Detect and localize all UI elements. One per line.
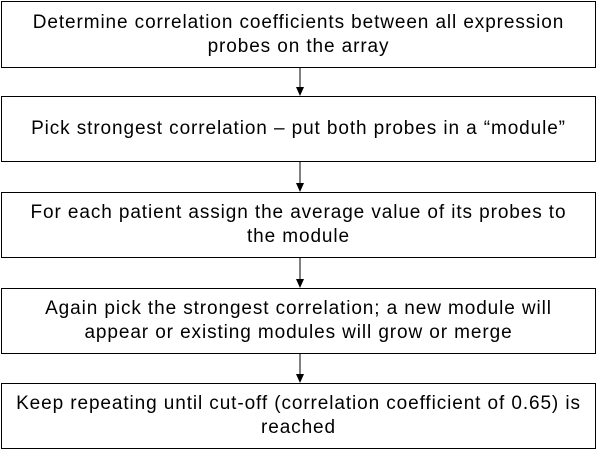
step-box-2: Pick strongest correlation – put both pr… bbox=[1, 96, 596, 162]
step-text-3: For each patient assign the average valu… bbox=[30, 202, 567, 247]
down-arrow-icon bbox=[292, 162, 308, 192]
step-box-4: Again pick the strongest correlation; a … bbox=[1, 288, 596, 354]
down-arrow-icon bbox=[292, 68, 308, 96]
step-text-2: Pick strongest correlation – put both pr… bbox=[31, 118, 566, 139]
step-box-5: Keep repeating until cut-off (correlatio… bbox=[1, 383, 596, 449]
step-text-1: Determine correlation coefficients betwe… bbox=[32, 11, 565, 57]
step-text-4: Again pick the strongest correlation; a … bbox=[45, 298, 552, 343]
step-text-5: Keep repeating until cut-off (correlatio… bbox=[16, 393, 581, 438]
step-box-3: For each patient assign the average valu… bbox=[1, 192, 596, 258]
step-box-1: Determine correlation coefficients betwe… bbox=[1, 1, 596, 68]
down-arrow-icon bbox=[292, 258, 308, 288]
down-arrow-icon bbox=[292, 354, 308, 383]
